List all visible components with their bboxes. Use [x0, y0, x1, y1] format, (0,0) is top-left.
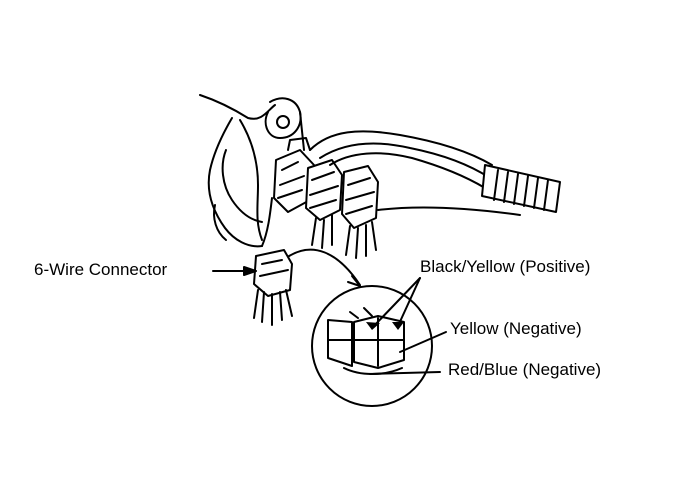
red-blue-negative-label: Red/Blue (Negative)	[448, 360, 602, 379]
pointer-arrowhead-2	[392, 322, 404, 330]
harness-connector-1	[273, 137, 315, 213]
leader-arc	[285, 248, 361, 286]
pointer-arrowhead-1	[366, 322, 380, 330]
six-wire-connector-drawing	[212, 249, 293, 326]
leader-arrowhead	[347, 275, 361, 287]
magnified-connector-view	[311, 285, 433, 407]
six-wire-connector-label: 6-Wire Connector	[34, 260, 168, 279]
harness-connector-3	[341, 165, 379, 259]
wire-harness	[309, 130, 561, 216]
pointer-lines	[369, 277, 447, 375]
yellow-negative-label: Yellow (Negative)	[450, 319, 582, 338]
engine-bracket	[199, 94, 305, 248]
harness-connector-2	[305, 159, 343, 249]
black-yellow-positive-label: Black/Yellow (Positive)	[420, 257, 591, 276]
